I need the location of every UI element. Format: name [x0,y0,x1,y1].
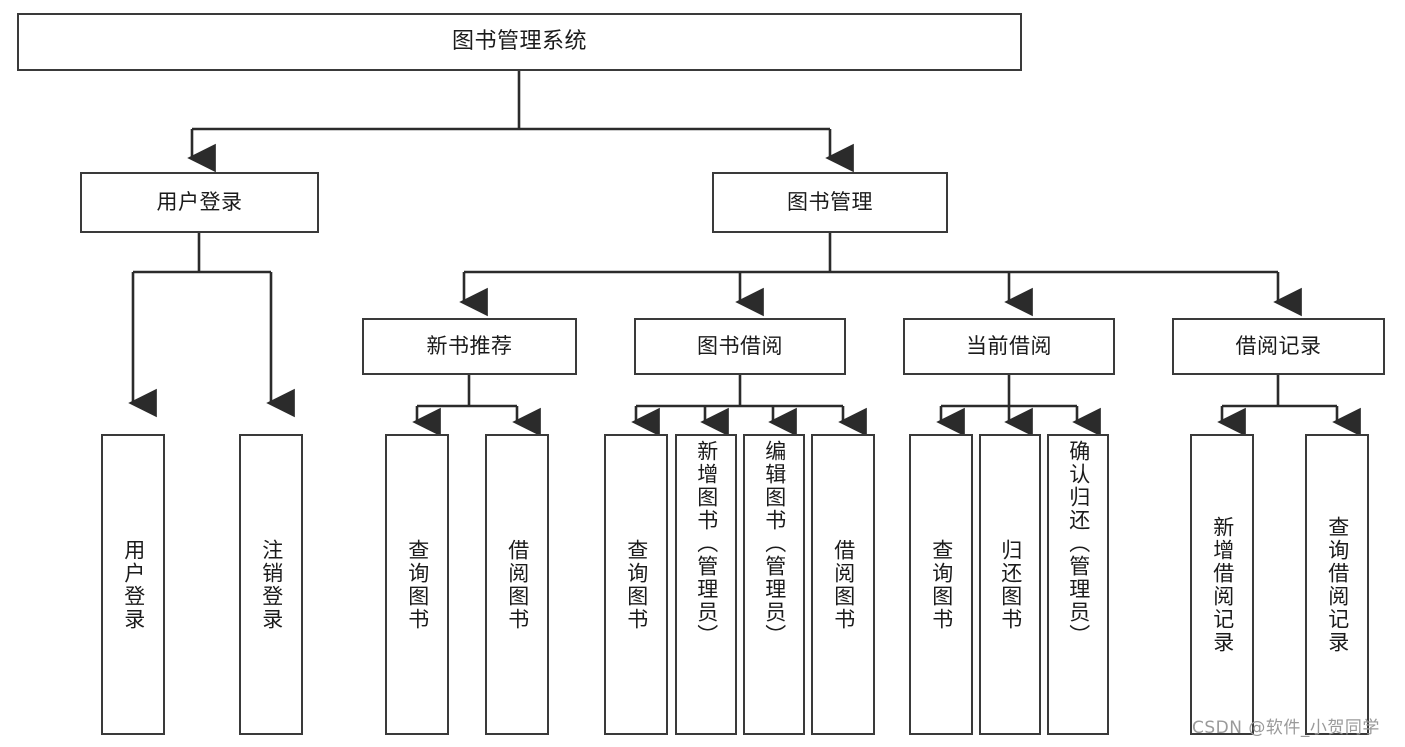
node-leaf-query-book-1-label: 查询图书 [405,538,430,631]
node-leaf-logout-label: 注销登录 [259,538,284,631]
node-book-manage[interactable]: 图书管理 [712,172,948,233]
node-current-borrow[interactable]: 当前借阅 [903,318,1115,375]
node-leaf-query-record[interactable]: 查询借阅记录 [1305,434,1369,735]
node-leaf-add-book-label: 新增图书（管理员） [694,440,719,647]
node-leaf-query-book-3-label: 查询图书 [929,538,954,631]
node-borrow-record-label: 借阅记录 [1235,334,1322,359]
node-leaf-query-book-3[interactable]: 查询图书 [909,434,973,735]
node-leaf-user-login[interactable]: 用户登录 [101,434,165,735]
node-leaf-confirm-return[interactable]: 确认归还（管理员） [1047,434,1109,735]
node-leaf-logout[interactable]: 注销登录 [239,434,303,735]
node-leaf-borrow-book-2[interactable]: 借阅图书 [811,434,875,735]
node-leaf-user-login-label: 用户登录 [121,538,146,631]
node-user-login[interactable]: 用户登录 [80,172,319,233]
node-book-borrow[interactable]: 图书借阅 [634,318,846,375]
node-user-login-label: 用户登录 [156,190,243,215]
node-new-book-recommend[interactable]: 新书推荐 [362,318,577,375]
node-book-manage-label: 图书管理 [787,190,873,215]
node-root[interactable]: 图书管理系统 [17,13,1022,71]
node-leaf-return-book-label: 归还图书 [998,538,1023,631]
node-book-borrow-label: 图书借阅 [697,334,783,359]
node-leaf-borrow-book-1-label: 借阅图书 [505,538,530,631]
node-root-label: 图书管理系统 [451,29,587,55]
node-leaf-query-book-1[interactable]: 查询图书 [385,434,449,735]
node-new-book-recommend-label: 新书推荐 [426,334,513,359]
csdn-watermark: CSDN @软件_小贺同学 [1192,718,1380,738]
node-leaf-add-record[interactable]: 新增借阅记录 [1190,434,1254,735]
node-leaf-query-book-2-label: 查询图书 [624,538,649,631]
node-leaf-borrow-book-1[interactable]: 借阅图书 [485,434,549,735]
node-leaf-confirm-return-label: 确认归还（管理员） [1066,440,1091,647]
node-current-borrow-label: 当前借阅 [966,334,1052,359]
node-leaf-borrow-book-2-label: 借阅图书 [831,538,856,631]
node-borrow-record[interactable]: 借阅记录 [1172,318,1385,375]
node-leaf-return-book[interactable]: 归还图书 [979,434,1041,735]
node-leaf-edit-book[interactable]: 编辑图书（管理员） [743,434,805,735]
node-leaf-edit-book-label: 编辑图书（管理员） [762,440,787,647]
node-leaf-query-record-label: 查询借阅记录 [1325,515,1350,654]
node-leaf-add-book[interactable]: 新增图书（管理员） [675,434,737,735]
node-leaf-query-book-2[interactable]: 查询图书 [604,434,668,735]
node-leaf-add-record-label: 新增借阅记录 [1210,515,1235,654]
